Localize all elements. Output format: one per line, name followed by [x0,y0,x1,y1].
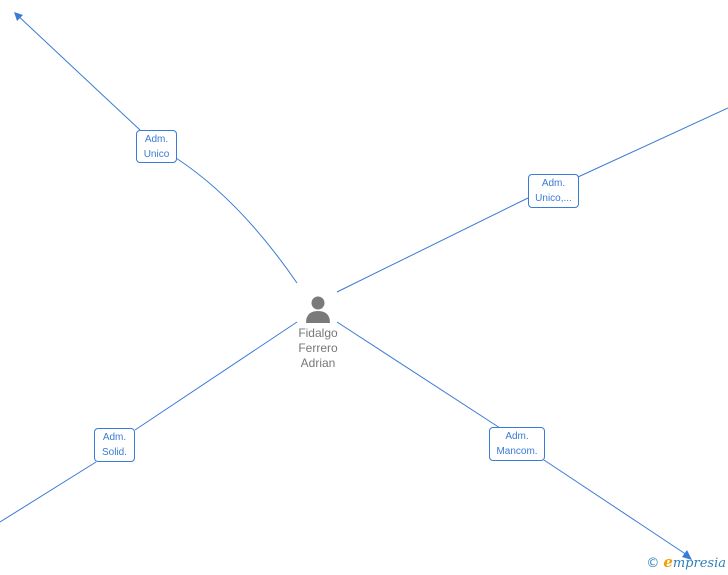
person-icon [306,296,330,323]
role-line: Unico,... [535,193,572,204]
arrow-top-left-icon [14,12,23,21]
role-line: Solid. [101,447,127,458]
role-label-top-right[interactable]: Adm. Unico,... [528,174,579,208]
brand-watermark: ©empresia [646,553,726,571]
person-name-line: Fidalgo [298,326,338,340]
role-line: Adm. [144,134,169,145]
edge-bottom-right [336,321,691,558]
edge-top-right [336,107,728,293]
person-node[interactable]: Fidalgo Ferrero Adrian [278,294,358,371]
role-line: Adm. [541,178,566,189]
person-name-line: Adrian [300,356,336,370]
arrow-bottom-right-icon [682,550,692,560]
role-line: Unico [143,149,170,160]
edge-bottom-left [0,321,298,523]
role-label-top-left[interactable]: Adm. Unico [136,130,177,163]
role-label-bottom-right[interactable]: Adm. Mancom. [489,427,545,461]
role-line: Adm. [102,432,127,443]
brand-logo-text: mpresia [672,556,726,571]
person-name: Fidalgo Ferrero Adrian [278,326,358,371]
brand-logo-e: e [663,553,673,571]
role-line: Mancom. [496,446,538,457]
role-line: Adm. [505,431,529,442]
copyright-icon: © [646,556,660,571]
person-name-line: Ferrero [298,341,338,355]
role-label-bottom-left[interactable]: Adm. Solid. [94,428,135,462]
